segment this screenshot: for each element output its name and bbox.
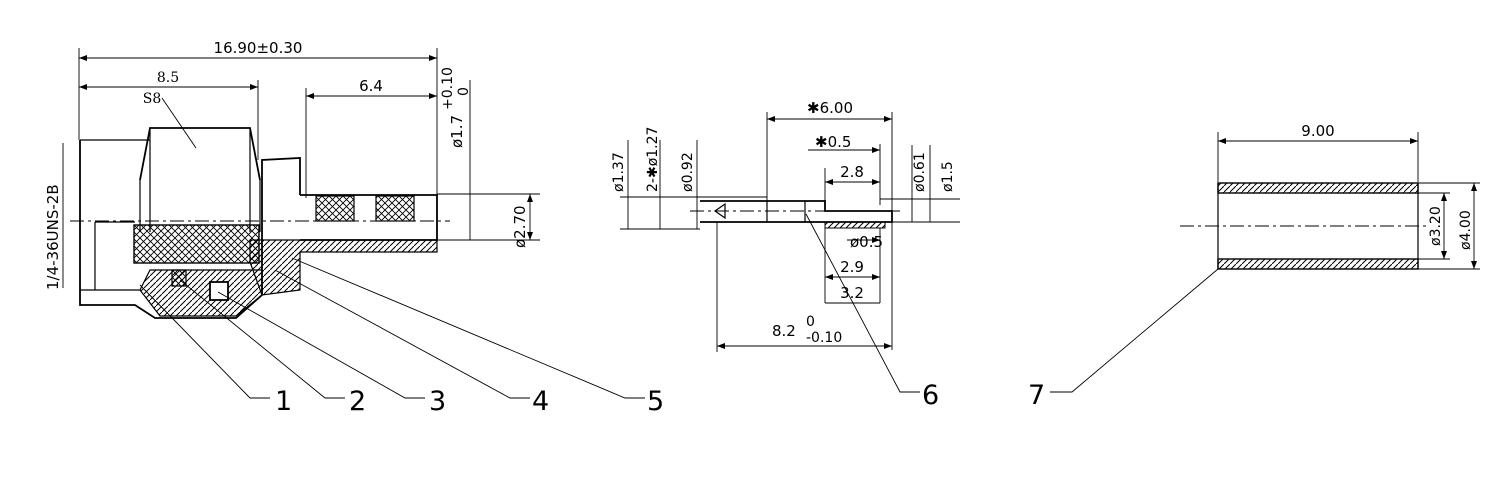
tail-diameter-label: ø2.70 (511, 205, 529, 248)
hole-diameter-label: ø1.7 (448, 115, 466, 148)
connector-body (70, 127, 450, 319)
knurl-2 (375, 195, 415, 222)
dimension-hole-diameter: ø1.7 +0.10 0 (437, 67, 480, 240)
callout-2: 2 (349, 386, 366, 417)
contact-length-tol-lower: -0.10 (806, 330, 842, 346)
dimension-overall-length: 16.90±0.30 (78, 39, 438, 195)
step-length-label: ✱0.5 (815, 133, 851, 151)
callout-7: 7 (1028, 380, 1045, 411)
insulator (133, 224, 260, 264)
callout-1: 1 (275, 386, 292, 417)
hex-size-label: S8 (143, 91, 162, 107)
dia-0-92-label: ø0.92 (680, 152, 696, 192)
dia-1-27-label: 2-✱ø1.27 (645, 127, 661, 192)
ferrule-part (209, 281, 229, 301)
dia-1-5-label: ø1.5 (940, 161, 956, 192)
center-contact-view: ✱6.00 ✱0.5 2.8 ø0.61 ø1.5 ø1.37 2-✱ø1.27… (611, 99, 960, 411)
thread-spec-label: 1/4-36UNS-2B (44, 184, 62, 290)
callout-3: 3 (429, 386, 446, 417)
ferrule-view: 9.00 ø3.20 ø4.00 7 (1028, 122, 1480, 411)
center-contact (690, 200, 900, 229)
hole-tol-upper: +0.10 (440, 67, 456, 110)
contact-length-tol-upper: 0 (806, 314, 815, 330)
hex-length-label: 8.5 (157, 70, 179, 86)
ferrule-length-label: 9.00 (1301, 122, 1334, 140)
dim-2-9-label: 2.9 (840, 258, 864, 276)
overall-length-label: 16.90±0.30 (214, 39, 303, 57)
callout-4: 4 (532, 386, 549, 417)
callout-5: 5 (647, 386, 664, 417)
ferrule-outer-dia-label: ø4.00 (1458, 210, 1474, 250)
dim-3-2-label: 3.2 (840, 284, 864, 302)
dia-0-5-label: ø0.5 (850, 233, 883, 251)
ferrule-inner-dia-label: ø3.20 (1428, 206, 1444, 246)
callout-leaders (139, 257, 645, 399)
dimension-tail-length: 6.4 (305, 77, 437, 198)
knurl-1 (315, 195, 355, 222)
dimension-hex-length: 8.5 S8 (79, 70, 259, 160)
dia-1-37-label: ø1.37 (611, 152, 627, 192)
contact-total-length-label: 8.2 (772, 322, 796, 340)
hole-tol-lower: 0 (456, 87, 472, 96)
contact-length-label: ✱6.00 (807, 99, 853, 117)
dimension-tail-diameter: ø2.70 (420, 193, 540, 248)
connector-assembly-view: 16.90±0.30 8.5 S8 6.4 ø1.7 +0.10 (44, 39, 664, 417)
callout-6: 6 (922, 380, 939, 411)
dia-0-61-label: ø0.61 (912, 152, 928, 192)
dim-2-8-label: 2.8 (840, 163, 864, 181)
tail-length-label: 6.4 (359, 77, 383, 95)
